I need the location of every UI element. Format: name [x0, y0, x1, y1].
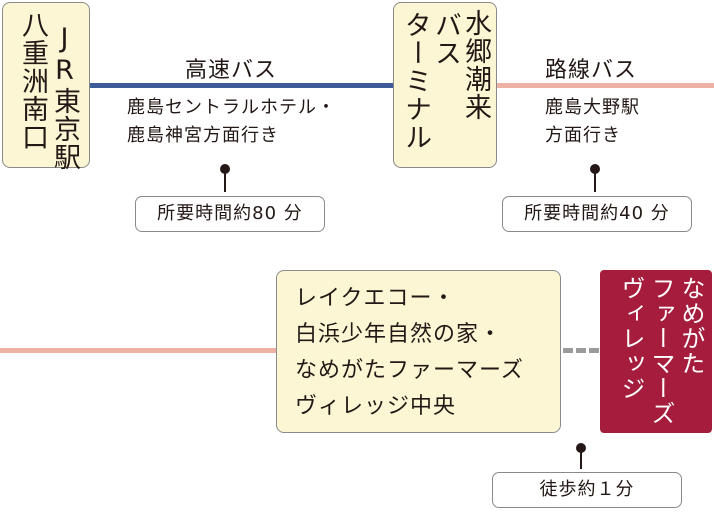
express-bus-destination: 鹿島セントラルホテル・ 鹿島神宮方面行き	[127, 97, 336, 146]
walk-time: 徒歩約１分	[492, 472, 682, 508]
local-bus-label: 路線バス	[545, 58, 638, 83]
local-bus-destination: 鹿島大野駅 方面行き	[545, 97, 640, 146]
express-time-stem	[224, 170, 226, 192]
destination-line3: ヴィレッジ	[617, 276, 645, 401]
walk-time-stem	[580, 449, 582, 469]
local-travel-time: 所要時間約40 分	[502, 196, 692, 232]
stop-tokyo-station-line2: JR東京駅	[49, 23, 80, 171]
stop-terminal-line2: バス	[430, 11, 461, 67]
destination-namegata-farmers-village: なめがた ファーマーズ ヴィレッジ	[600, 270, 712, 433]
local-time-stem	[594, 170, 596, 192]
stop-tokyo-station-line1: 八重洲南口	[17, 11, 48, 151]
destination-line1: なめがた	[677, 276, 705, 376]
local-bus-line-top	[497, 83, 714, 88]
stop-terminal-line3: ターミナル	[400, 11, 431, 151]
walk-path	[563, 348, 599, 353]
local-bus-line-bottom	[0, 348, 278, 353]
destination-line2: ファーマーズ	[647, 276, 675, 426]
stop-lake-echo-name: レイクエコー・ 白浜少年自然の家・ なめがたファーマーズ ヴィレッジ中央	[295, 286, 524, 419]
walk-time-dot	[576, 443, 586, 453]
express-time-dot	[220, 164, 230, 174]
stop-itako-bus-terminal: 水郷潮来 バス ターミナル	[393, 2, 497, 168]
express-bus-line	[90, 83, 393, 88]
stop-tokyo-station: 八重洲南口 JR東京駅	[2, 2, 90, 171]
stop-lake-echo: レイクエコー・ 白浜少年自然の家・ なめがたファーマーズ ヴィレッジ中央	[276, 270, 561, 433]
local-time-dot	[590, 164, 600, 174]
express-bus-label: 高速バス	[185, 58, 278, 83]
stop-terminal-line1: 水郷潮来	[460, 9, 491, 121]
express-travel-time: 所要時間約80 分	[135, 196, 325, 232]
